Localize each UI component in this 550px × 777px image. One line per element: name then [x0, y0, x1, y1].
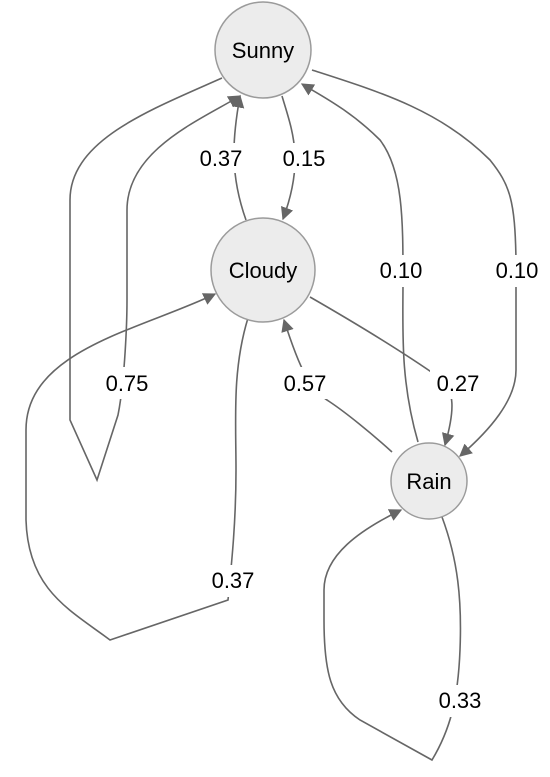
edge-label-cloudy-self-loop: 0.37: [205, 565, 261, 597]
svg-text:0.57: 0.57: [284, 371, 327, 396]
edge-rain-to-cloudy: [281, 318, 393, 453]
edge-label-cloudy-to-rain: 0.27: [430, 367, 486, 399]
edge-label-rain-to-sunny: 0.10: [373, 255, 429, 287]
node-sunny: Sunny: [214, 1, 312, 99]
edge-rain-to-sunny: [300, 83, 419, 443]
edge-sunny-to-rain: [311, 69, 517, 457]
edge-label-sunny-to-cloudy: 0.15: [277, 143, 331, 173]
edge-label-sunny-to-rain: 0.10: [489, 255, 545, 287]
svg-text:0.33: 0.33: [439, 688, 482, 713]
svg-text:0.10: 0.10: [496, 258, 539, 283]
edge-label-cloudy-to-sunny: 0.37: [194, 143, 248, 173]
svg-text:0.37: 0.37: [212, 568, 255, 593]
node-rain-label: Rain: [406, 469, 451, 494]
edge-rain-self-loop: [323, 509, 462, 762]
edge-label-sunny-self-loop: 0.75: [99, 367, 155, 399]
svg-text:0.15: 0.15: [283, 146, 326, 171]
svg-text:0.37: 0.37: [200, 146, 243, 171]
edge-cloudy-self-loop: [25, 293, 249, 641]
node-cloudy: Cloudy: [210, 217, 316, 323]
svg-text:0.10: 0.10: [380, 258, 423, 283]
edge-label-rain-to-cloudy: 0.57: [277, 367, 333, 399]
svg-text:0.27: 0.27: [437, 371, 480, 396]
node-cloudy-label: Cloudy: [229, 258, 297, 283]
node-rain: Rain: [390, 442, 468, 520]
svg-text:0.75: 0.75: [106, 371, 149, 396]
edge-label-rain-self-loop: 0.33: [432, 685, 488, 717]
node-sunny-label: Sunny: [232, 38, 294, 63]
